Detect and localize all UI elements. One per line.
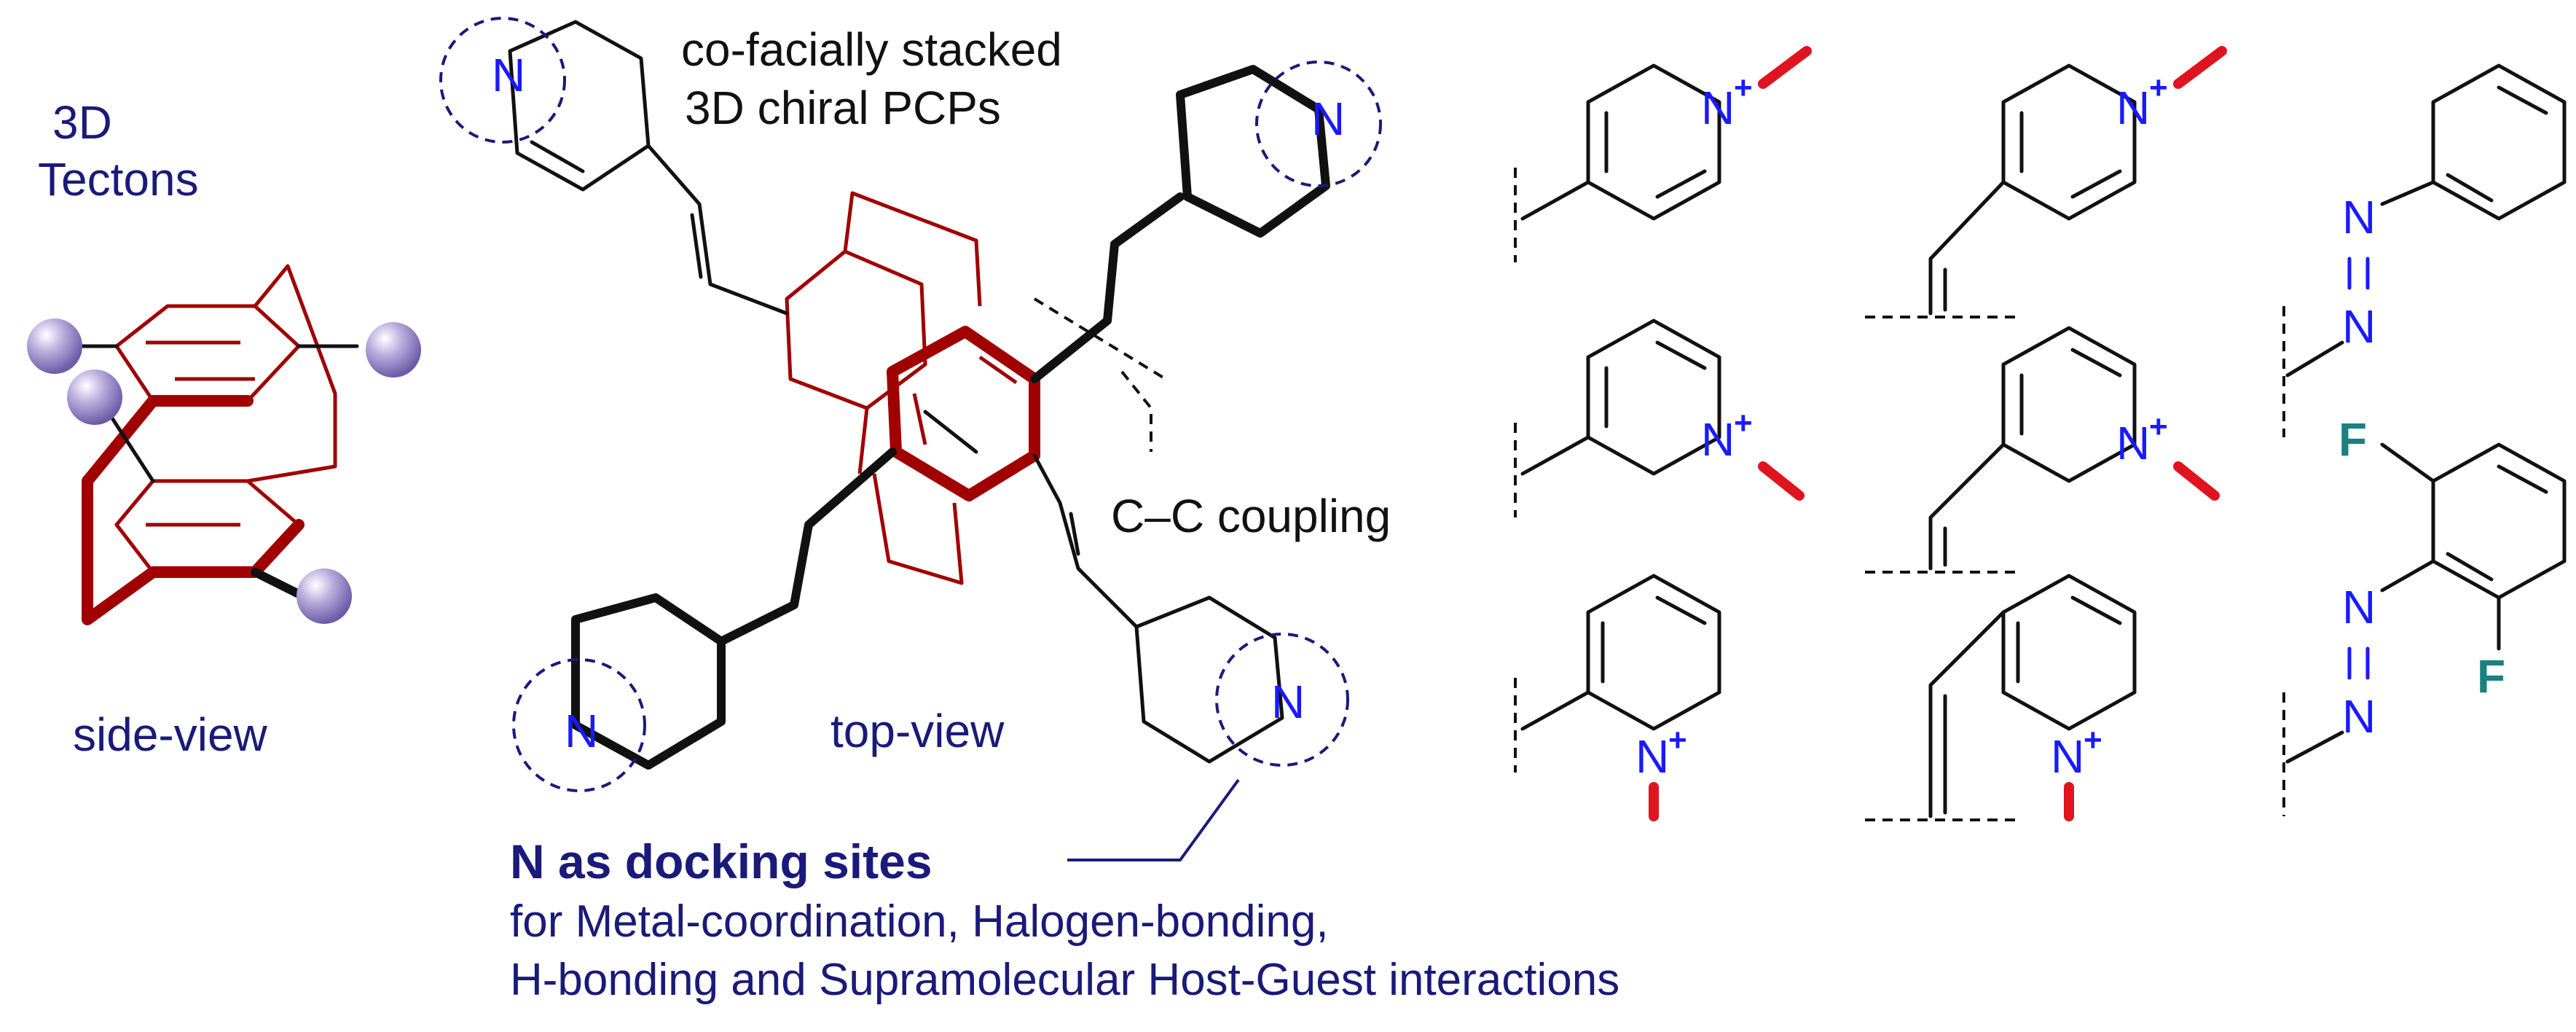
n-plus-3: N (1635, 730, 1669, 783)
back-deck-ring (785, 249, 927, 410)
bridge-right (247, 264, 337, 483)
upper-deck-ring (114, 304, 301, 403)
pyr-tl-nitrogen: N (492, 49, 525, 101)
pyridine-top-right-ring (1176, 65, 1330, 238)
fluorine-1: F (2339, 413, 2367, 466)
sub-vinyl-2-pyridinium: N + (1865, 574, 2137, 821)
substituent-sphere-4 (297, 568, 352, 624)
sub-vinyl-4-pyridinium: N + (1865, 46, 2227, 318)
pyridine-bottom-left-ring (571, 593, 726, 770)
svg-text:+: + (1668, 722, 1687, 758)
front-deck-inner2 (978, 355, 1018, 385)
methyl-4 (2173, 46, 2227, 89)
svg-text:+: + (2084, 722, 2102, 758)
docking-caption: N as docking sites for Metal-coordinatio… (510, 834, 1619, 1005)
docking-circle-top-right (1255, 60, 1382, 187)
n-plus-1: N (1701, 82, 1735, 134)
coupling-cut-line (1033, 297, 1167, 380)
coupling-dashed-bond (1120, 370, 1152, 452)
pyr-bl-nitrogen: N (565, 705, 598, 757)
back-bridge-top (843, 191, 982, 307)
docking-circle-top-left (439, 17, 566, 144)
azo-n-2: N (2342, 300, 2376, 353)
vinyl-bottom-right (1032, 453, 1139, 629)
methyl-1 (1758, 46, 1812, 89)
pyr-tl-inner (530, 140, 585, 173)
top-view-label: top-view (830, 705, 1005, 757)
vinyl-top-left (646, 144, 789, 316)
inner-bond (923, 410, 978, 454)
sub-phenyl-azo: N N (2282, 63, 2567, 437)
pyridine-top-left-ring (508, 20, 651, 192)
pyr-br-nitrogen: N (1271, 676, 1305, 728)
fluorine-2: F (2477, 650, 2505, 703)
side-view-label: side-view (73, 708, 268, 761)
n-plus-2: N (1701, 413, 1735, 466)
stacked-label-line1: co-facially stacked (681, 23, 1062, 76)
docking-title: N as docking sites (510, 834, 932, 888)
top-view-pcp: co-facially stacked 3D chiral PCPs N N N… (439, 17, 1391, 861)
svg-text:+: + (2149, 70, 2168, 106)
tectons-label-line1: 3D (52, 96, 112, 149)
azo-n-1: N (2342, 191, 2376, 243)
docking-circle-bottom-left (512, 658, 646, 792)
svg-text:+: + (1734, 70, 1753, 106)
bridge-left-bold (82, 395, 159, 625)
n-plus-5: N (2116, 417, 2150, 469)
docking-leader-line (1067, 778, 1240, 861)
svg-text:+: + (1734, 405, 1753, 441)
pyridine-bottom-right-ring (1134, 595, 1284, 764)
back-bridge-bottom (857, 407, 869, 474)
vinyl-bottom-right-double (1069, 512, 1080, 556)
azo-n-3: N (2342, 581, 2376, 633)
substituent-grid: N + N + N + (1514, 46, 2567, 821)
azo-n-4: N (2342, 690, 2376, 743)
sub-4-pyridinium: N + (1514, 46, 1812, 262)
sub-vinyl-3-pyridinium: N + (1865, 326, 2220, 574)
substituent-sphere-3 (67, 370, 122, 425)
stacked-label-line2: 3D chiral PCPs (685, 82, 1001, 134)
sub-difluorophenyl-azo: F F N N (2282, 413, 2567, 816)
substituent-sphere-1 (27, 318, 82, 374)
substituent-sphere-2 (366, 322, 421, 378)
vinyl-top-left-double (690, 213, 703, 279)
vinyl-bottom-left (717, 447, 897, 646)
n-plus-6: N (2051, 730, 2084, 783)
svg-text:+: + (2149, 409, 2168, 445)
pyr-tr-nitrogen: N (1311, 93, 1345, 145)
vinyl-top-right (1030, 192, 1185, 383)
front-deck-inner (912, 393, 927, 445)
front-deck-ring (887, 326, 1040, 501)
side-view-pcp: 3D Tectons side-view (27, 96, 421, 761)
docking-line2: H-bonding and Supramolecular Host-Guest … (510, 955, 1619, 1005)
methyl-2 (1758, 461, 1805, 501)
sub-bond-3 (103, 406, 155, 483)
tectons-label-line2: Tectons (38, 153, 199, 206)
front-bridge-bottom (872, 473, 964, 585)
sub-3-pyridinium: N + (1514, 318, 1805, 517)
lower-deck-front-bold (147, 519, 305, 578)
n-plus-4: N (2116, 82, 2150, 134)
docking-line1: for Metal-coordination, Halogen-bonding, (510, 896, 1329, 947)
sub-2-pyridinium: N + (1514, 574, 1721, 821)
methyl-5 (2173, 461, 2220, 501)
coupling-label: C–C coupling (1111, 490, 1391, 542)
docking-circle-bottom-right (1215, 633, 1349, 767)
